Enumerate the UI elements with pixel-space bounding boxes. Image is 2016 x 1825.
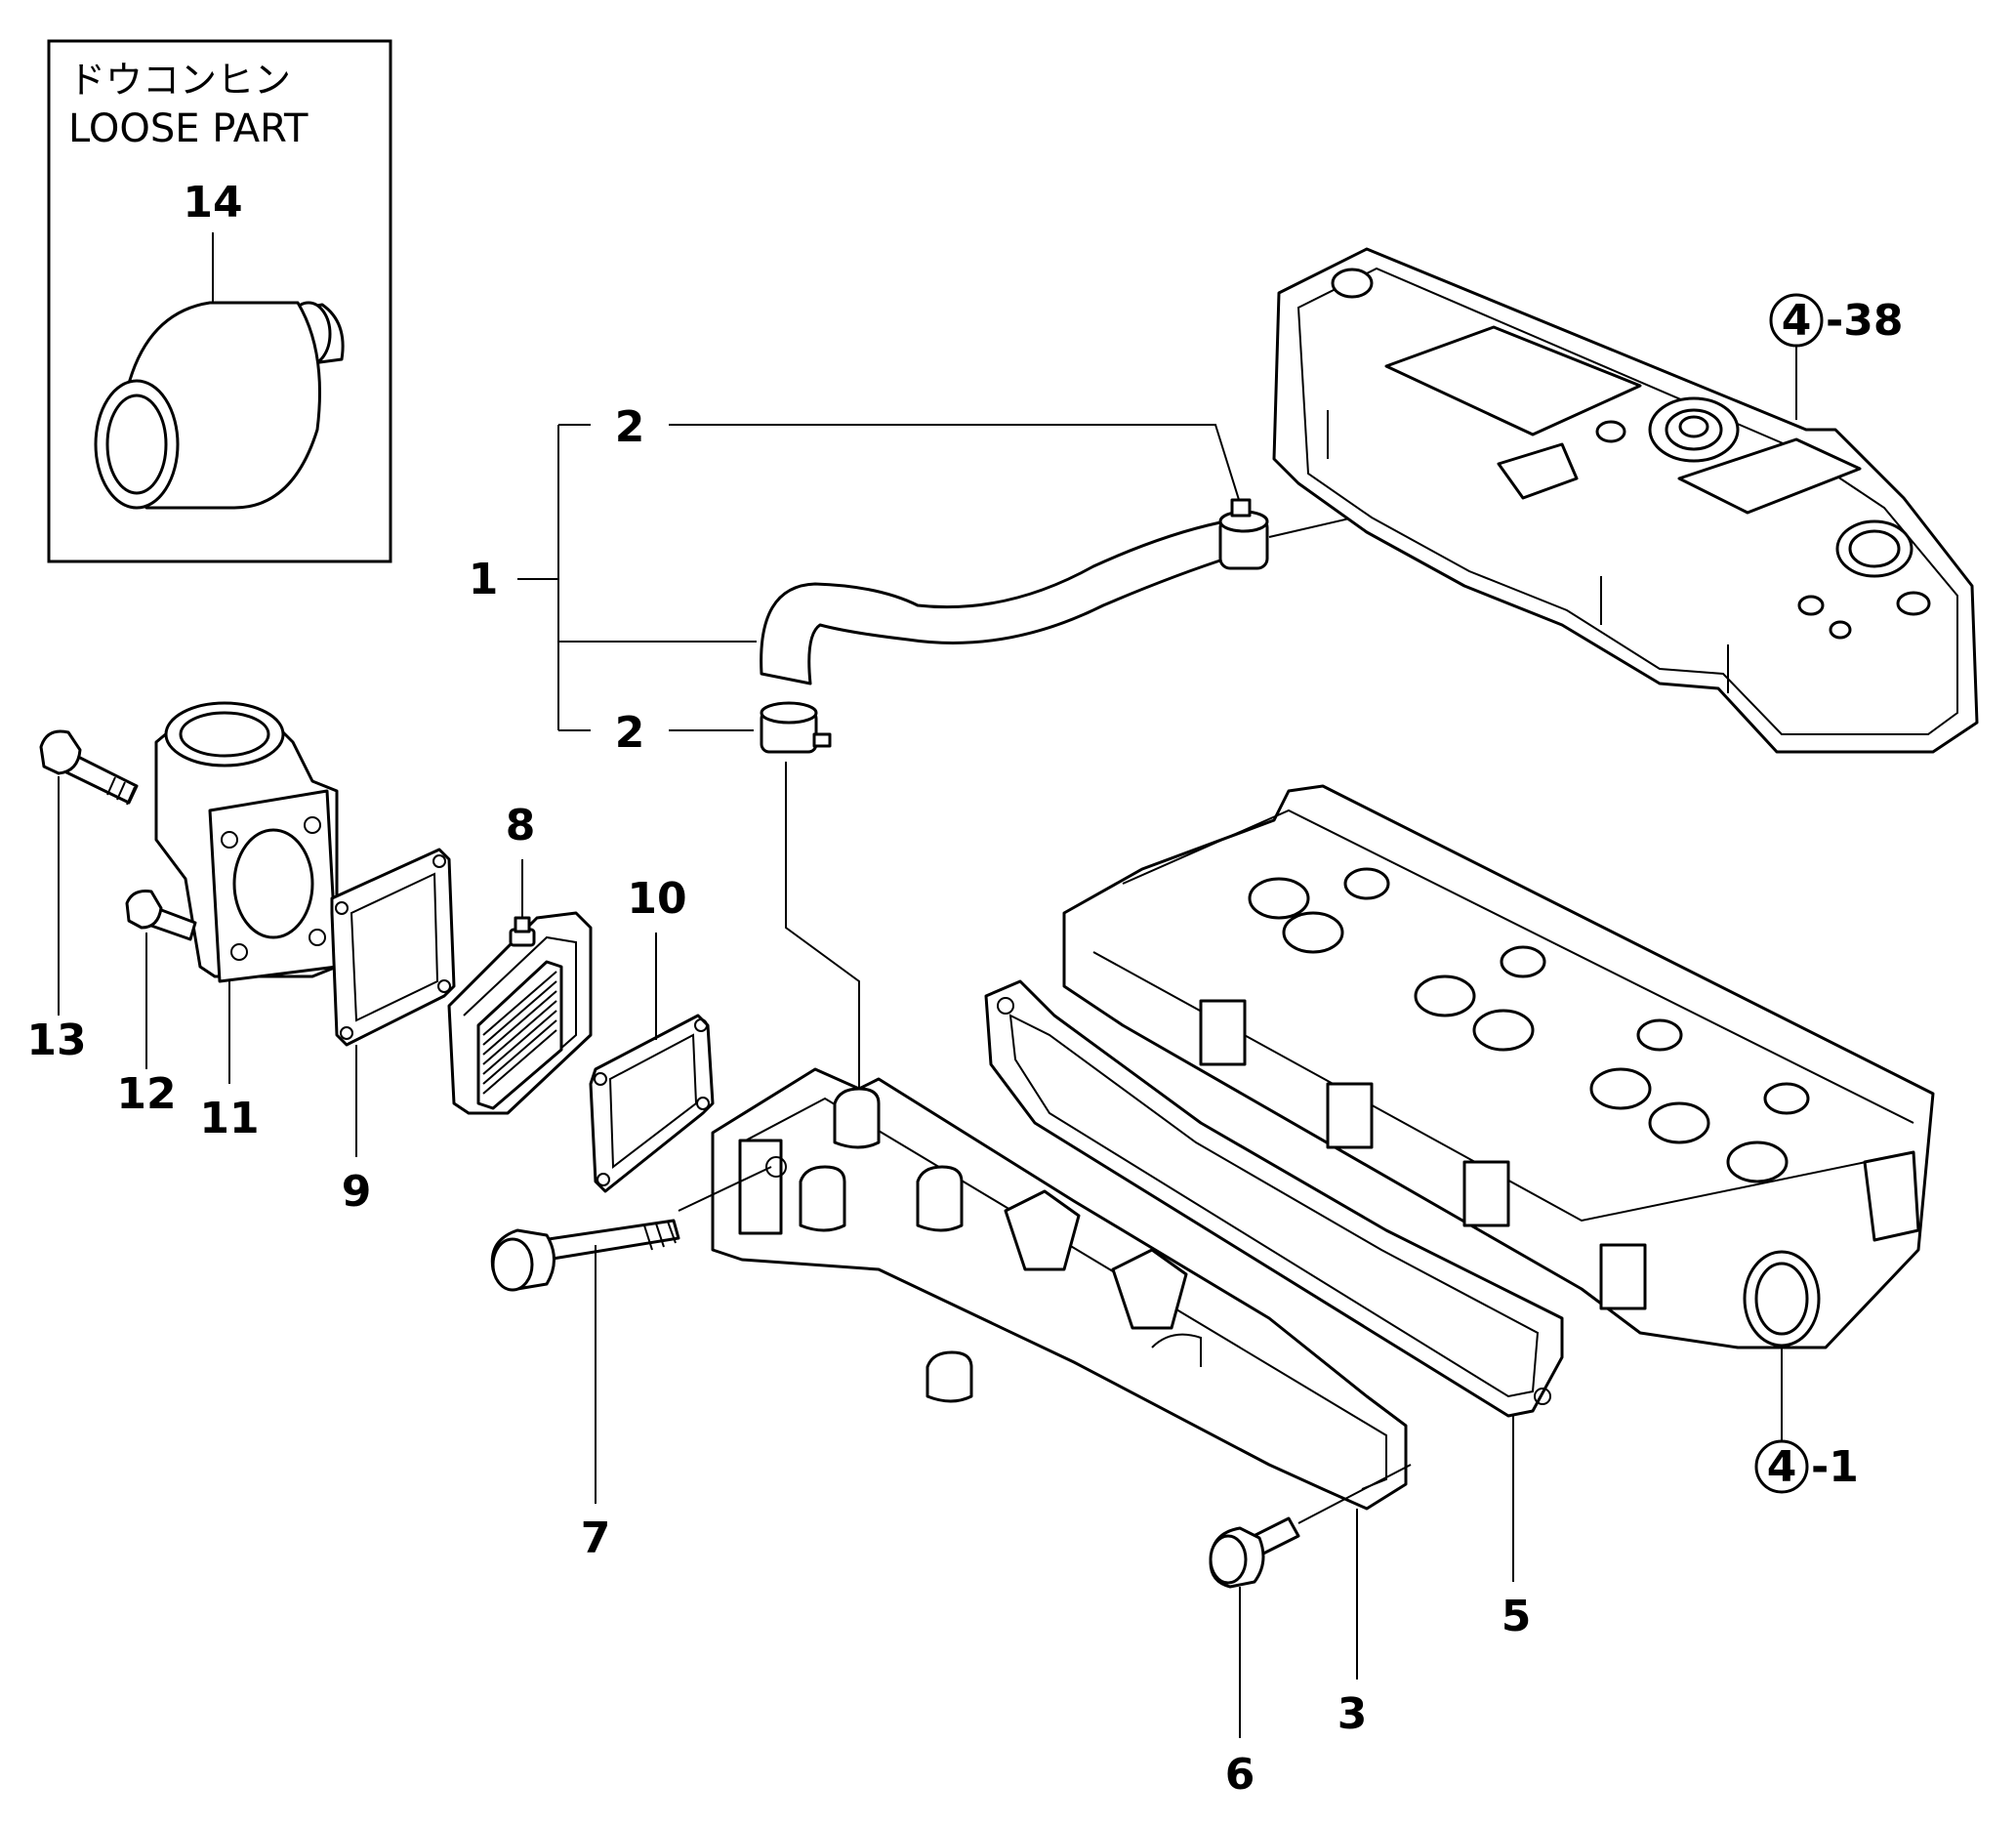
part-9-gasket <box>330 848 456 1047</box>
callout-9: 9 <box>342 1167 372 1217</box>
part-8-air-heater <box>447 911 593 1115</box>
cylinder-head <box>1062 784 1935 1349</box>
callout-7: 7 <box>581 1514 611 1563</box>
loose-part-title-en: LOOSE PART <box>68 106 309 151</box>
callout-2-upper: 2 <box>615 402 645 452</box>
callout-12: 12 <box>116 1069 176 1119</box>
callout-13: 13 <box>26 1016 86 1065</box>
callout-8: 8 <box>506 801 536 850</box>
ref-4-1-suffix: -1 <box>1811 1442 1859 1492</box>
callout-2-lower: 2 <box>615 708 645 758</box>
part-6-bolt <box>1209 1516 1300 1589</box>
callout-5: 5 <box>1502 1592 1532 1641</box>
ref-4-38: 4 -38 <box>1769 293 1904 348</box>
ref-4-38-group: 4 <box>1782 296 1812 346</box>
part-5-manifold-gasket <box>984 979 1564 1418</box>
part-12-bolt <box>125 890 197 941</box>
valve-cover <box>1272 247 1979 754</box>
part-3-intake-manifold <box>711 1067 1408 1511</box>
hose-assembly: 1 2 2 <box>469 402 1524 1113</box>
callout-3: 3 <box>1337 1689 1368 1739</box>
hose-clamp-lower <box>760 701 832 754</box>
part-7-long-bolt <box>490 1219 680 1292</box>
hose-clamp-upper <box>1218 498 1269 570</box>
part-10-gasket <box>589 1014 715 1193</box>
loose-part-box: ドウコンヒン LOOSE PART 14 <box>47 39 392 563</box>
part-11-intake-elbow <box>154 701 339 983</box>
loose-part-title-jp: ドウコンヒン <box>68 59 291 102</box>
callout-1: 1 <box>469 555 499 604</box>
callout-6: 6 <box>1225 1750 1255 1800</box>
part-13-bolt <box>39 729 139 806</box>
ref-4-38-suffix: -38 <box>1826 296 1904 346</box>
part-14-canister <box>94 301 345 510</box>
callout-14: 14 <box>183 178 242 228</box>
ref-4-1-group: 4 <box>1767 1442 1797 1492</box>
callout-10: 10 <box>627 874 686 924</box>
callout-11: 11 <box>199 1094 259 1143</box>
ref-4-1: 4 -1 <box>1754 1439 1859 1494</box>
